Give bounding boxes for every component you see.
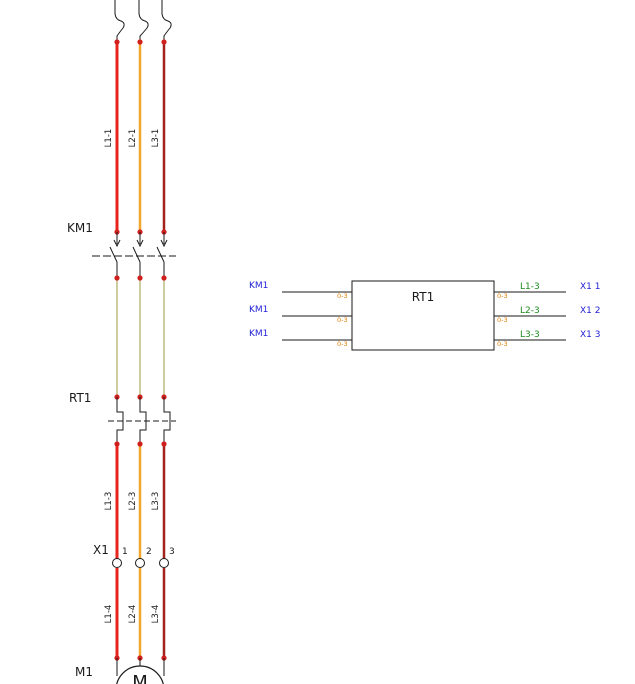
motor-letter: M (132, 672, 148, 684)
wire-label-l3-bottom: L3-4 (151, 605, 161, 624)
rt1-input-source-3: KM1 (249, 329, 268, 339)
rt1-heaters (108, 397, 176, 444)
x1-label: X1 (93, 543, 109, 557)
terminal-circle (159, 558, 169, 568)
wire-label-l1-top: L1-1 (104, 129, 114, 148)
wire-label-l2-bottom: L2-4 (128, 605, 138, 624)
wire-label-l3-middle: L3-3 (151, 492, 161, 511)
rt1-input-pin-3: 0-3 (337, 340, 348, 348)
rt1-output-pin-1: 0-3 (497, 292, 508, 300)
rt1-block: RT1 KM1 KM1 KM1 0-3 0-3 0-3 0-3 0-3 0-3 … (249, 280, 600, 351)
rt1-output-dest-1: X1 1 (580, 282, 600, 292)
wire-label-l2-middle: L2-3 (128, 492, 138, 511)
terminal-dot (161, 39, 167, 45)
rt1-output-pin-2: 0-3 (497, 316, 508, 324)
rt1-block-box (351, 280, 495, 351)
top-loops (114, 0, 172, 40)
terminal-dot (114, 441, 120, 447)
terminal-dot (137, 275, 143, 281)
terminal-number-3: 3 (169, 547, 175, 557)
rt1-output-wire-2: L2-3 (520, 306, 540, 316)
terminal-number-2: 2 (146, 547, 152, 557)
rt1-output-pin-3: 0-3 (497, 340, 508, 348)
bottom-wires (114, 568, 167, 661)
wire-label-l2-top: L2-1 (128, 129, 138, 148)
terminal-dot (161, 441, 167, 447)
terminal-number-1: 1 (122, 547, 128, 557)
rt1-output-dest-2: X1 2 (580, 306, 600, 316)
rt1-input-pin-1: 0-3 (337, 292, 348, 300)
rt1-input-pin-2: 0-3 (337, 316, 348, 324)
rt1-label: RT1 (69, 391, 91, 405)
wire-label-l3-top: L3-1 (151, 129, 161, 148)
middle-wires (114, 441, 167, 562)
middle-thin-wires (114, 275, 167, 400)
m1-label: M1 (75, 665, 93, 679)
x1-terminals (112, 558, 169, 568)
km1-label: KM1 (67, 221, 93, 235)
rt1-block-title: RT1 (412, 290, 434, 304)
terminal-dot (114, 39, 120, 45)
wire-label-l1-middle: L1-3 (104, 492, 114, 511)
top-wires (114, 39, 167, 235)
terminal-circle (135, 558, 145, 568)
top-loop-l3 (161, 0, 172, 40)
terminal-dot (161, 275, 167, 281)
rt1-output-wire-3: L3-3 (520, 330, 540, 340)
rt1-output-dest-3: X1 3 (580, 330, 600, 340)
terminal-dot (114, 275, 120, 281)
top-loop-l2 (138, 0, 149, 40)
terminal-dot (137, 39, 143, 45)
terminal-circle (112, 558, 122, 568)
rt1-output-wire-1: L1-3 (520, 282, 540, 292)
motor-symbol: M (116, 658, 165, 684)
rt1-input-source-2: KM1 (249, 305, 268, 315)
terminal-dot (137, 441, 143, 447)
rt1-input-source-1: KM1 (249, 281, 268, 291)
km1-contacts (92, 232, 176, 278)
top-loop-l1 (114, 0, 125, 40)
wire-label-l1-bottom: L1-4 (104, 605, 114, 624)
